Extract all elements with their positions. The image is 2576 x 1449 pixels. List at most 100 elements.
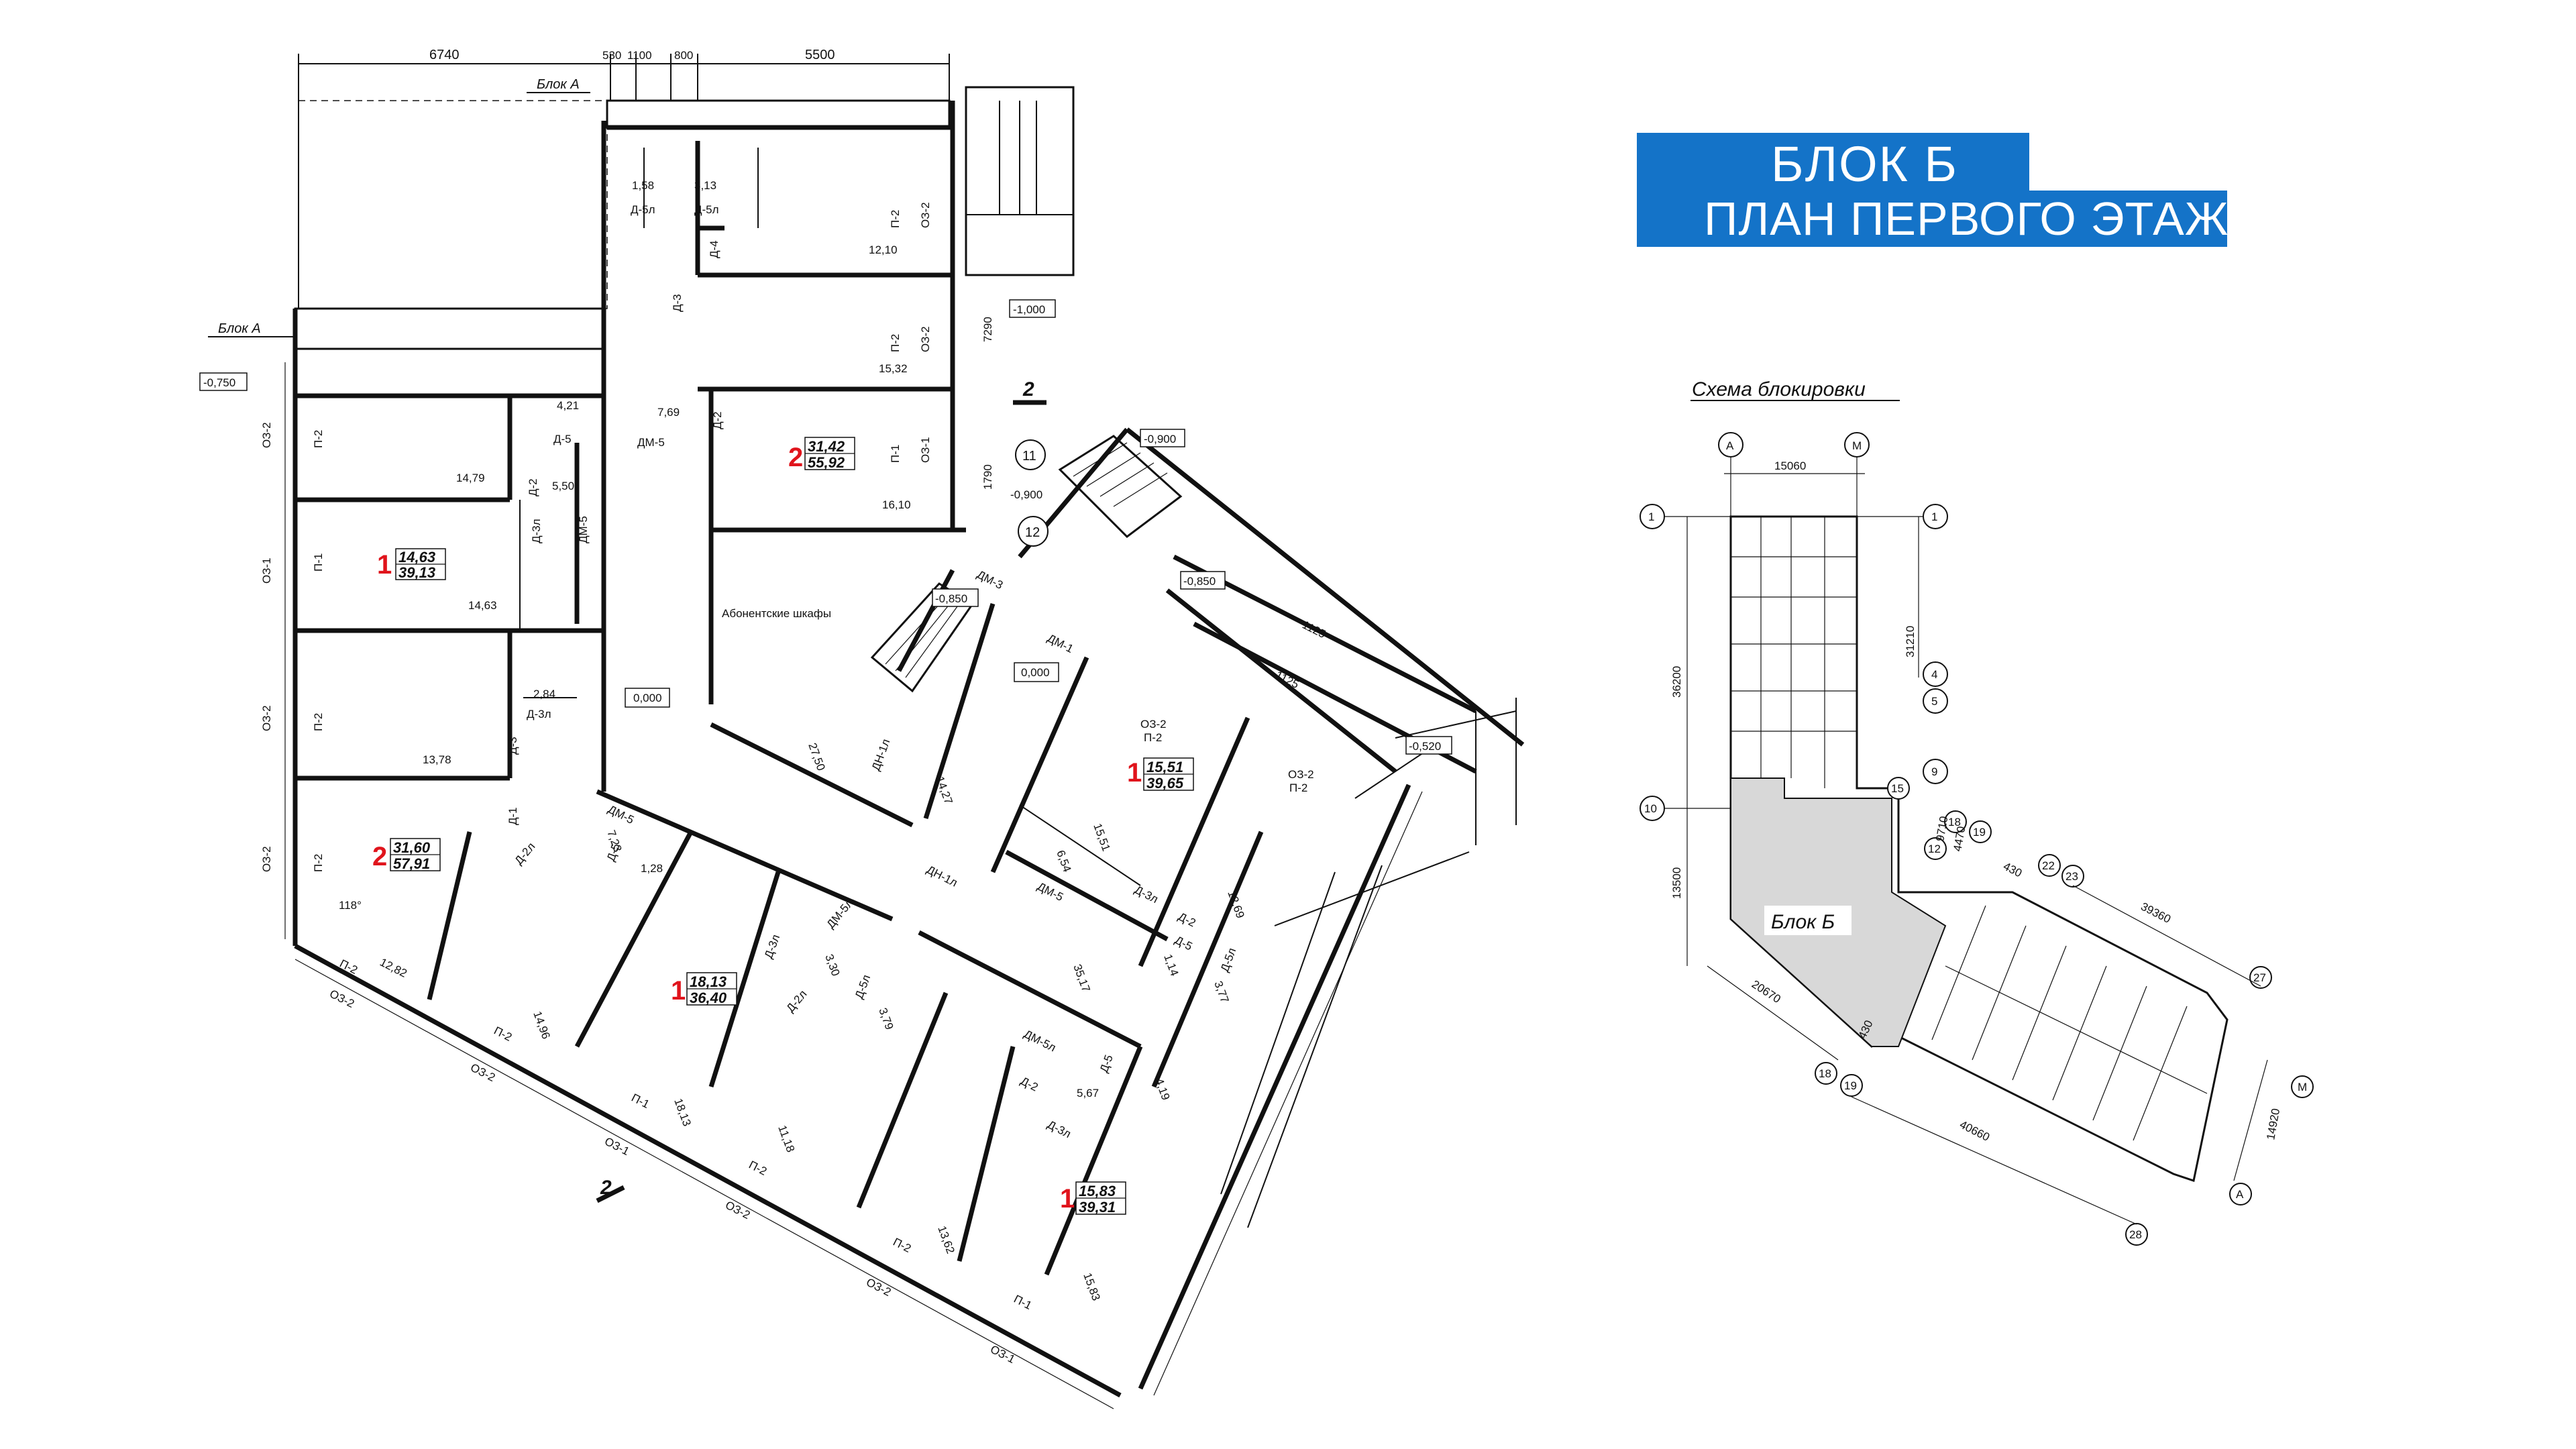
svg-text:ДМ-1: ДМ-1 bbox=[1045, 632, 1075, 655]
svg-text:3,13: 3,13 bbox=[694, 179, 716, 192]
svg-text:ОЗ-2: ОЗ-2 bbox=[919, 326, 932, 352]
cabinets-label: Абонентские шкафы bbox=[722, 607, 831, 620]
svg-text:ДМ-5: ДМ-5 bbox=[637, 436, 665, 449]
svg-text:3,77: 3,77 bbox=[1212, 979, 1231, 1005]
svg-text:55,92: 55,92 bbox=[808, 454, 845, 471]
apartment-2-center: 2 31,42 55,92 bbox=[788, 437, 855, 472]
svg-text:18: 18 bbox=[1819, 1067, 1831, 1080]
svg-text:18: 18 bbox=[1948, 816, 1961, 828]
svg-text:2: 2 bbox=[788, 443, 803, 472]
svg-text:ОЗ-1: ОЗ-1 bbox=[260, 557, 273, 584]
dim-1790: 1790 bbox=[981, 464, 994, 490]
apartment-labels: 1 14,63 39,13 2 31,42 55,92 2 31,60 57,9… bbox=[372, 437, 1194, 1216]
svg-text:15,83: 15,83 bbox=[1079, 1183, 1116, 1199]
svg-text:ОЗ-2: ОЗ-2 bbox=[1140, 718, 1167, 731]
svg-text:Д-3: Д-3 bbox=[671, 294, 684, 312]
svg-text:ОЗ-2: ОЗ-2 bbox=[260, 705, 273, 731]
right-wing-walls bbox=[427, 427, 1525, 1396]
svg-text:ОЗ-2: ОЗ-2 bbox=[260, 846, 273, 872]
svg-text:20670: 20670 bbox=[1750, 977, 1783, 1006]
dim-7290: 7290 bbox=[981, 317, 994, 342]
title-line-2: ПЛАН ПЕРВОГО ЭТАЖА bbox=[1637, 191, 2260, 247]
svg-text:35,17: 35,17 bbox=[1071, 963, 1092, 994]
svg-text:36200: 36200 bbox=[1670, 666, 1683, 698]
svg-text:430: 430 bbox=[2001, 860, 2024, 880]
svg-text:ДМ-5: ДМ-5 bbox=[577, 516, 590, 543]
svg-text:А: А bbox=[2236, 1188, 2244, 1201]
svg-text:Д-3л: Д-3л bbox=[1132, 883, 1160, 906]
svg-text:10: 10 bbox=[1644, 802, 1657, 815]
svg-text:Д-3: Д-3 bbox=[506, 737, 519, 755]
dim-6740: 6740 bbox=[429, 48, 460, 62]
svg-text:Д-2: Д-2 bbox=[1018, 1075, 1040, 1094]
svg-text:40660: 40660 bbox=[1957, 1118, 1992, 1144]
svg-text:ДМ-3: ДМ-3 bbox=[975, 568, 1005, 592]
svg-text:57,91: 57,91 bbox=[393, 855, 430, 872]
svg-text:1: 1 bbox=[377, 550, 392, 580]
svg-text:П-2: П-2 bbox=[312, 854, 325, 872]
svg-text:1: 1 bbox=[1648, 511, 1654, 523]
svg-text:Д-2: Д-2 bbox=[711, 411, 724, 429]
svg-text:15060: 15060 bbox=[1774, 460, 1806, 472]
svg-text:4,21: 4,21 bbox=[557, 399, 579, 412]
level-marks: -0,750 -1,000 -0,900 -0,900 -0,850 -0,85… bbox=[199, 299, 1452, 755]
svg-text:Д-5л: Д-5л bbox=[631, 203, 655, 216]
level-mark: -0,750 bbox=[203, 376, 235, 389]
svg-text:ДМ-5л: ДМ-5л bbox=[1022, 1028, 1058, 1055]
svg-text:Д-3л: Д-3л bbox=[530, 519, 543, 543]
svg-text:П-2: П-2 bbox=[889, 334, 902, 352]
svg-text:1,58: 1,58 bbox=[632, 179, 654, 192]
svg-text:ОЗ-1: ОЗ-1 bbox=[919, 437, 932, 463]
scheme-title: Схема блокировки bbox=[1692, 378, 1866, 400]
svg-text:П-2: П-2 bbox=[747, 1159, 769, 1178]
angle-label: 118° bbox=[339, 899, 362, 912]
svg-text:П-2: П-2 bbox=[337, 957, 360, 977]
apartment-1-southeast: 1 15,83 39,31 bbox=[1060, 1181, 1126, 1216]
svg-text:ОЗ-1: ОЗ-1 bbox=[988, 1343, 1017, 1366]
svg-text:31210: 31210 bbox=[1904, 626, 1917, 657]
block-a-label-left: Блок А bbox=[218, 321, 261, 336]
svg-text:П-2: П-2 bbox=[1144, 731, 1162, 744]
svg-text:27,50: 27,50 bbox=[806, 741, 827, 772]
svg-text:39360: 39360 bbox=[2139, 900, 2173, 926]
level-mark: -0,900 bbox=[1144, 433, 1176, 445]
svg-text:16,10: 16,10 bbox=[882, 498, 911, 511]
level-mark: -1,000 bbox=[1013, 303, 1045, 316]
dim-530: 530 bbox=[602, 49, 621, 62]
svg-text:12,82: 12,82 bbox=[378, 956, 409, 980]
door-marks: Д-5л Д-5л Д-4 Д-3 Д-2 Д-5 Д-2 Д-3л ДМ-5 … bbox=[506, 203, 1238, 1140]
level-mark: -0,850 bbox=[1183, 575, 1216, 588]
svg-text:18,13: 18,13 bbox=[672, 1097, 693, 1128]
axis-12: 12 bbox=[1025, 525, 1040, 540]
svg-text:12: 12 bbox=[1928, 843, 1941, 855]
svg-text:14,63: 14,63 bbox=[398, 549, 435, 566]
axis-markers: 11 12 bbox=[1015, 439, 1049, 547]
svg-text:5,67: 5,67 bbox=[1077, 1087, 1099, 1099]
svg-text:13,78: 13,78 bbox=[423, 753, 451, 766]
apartment-1-south: 1 18,13 36,40 bbox=[671, 972, 737, 1006]
level-mark: -0,900 bbox=[1010, 488, 1042, 501]
svg-text:36,40: 36,40 bbox=[690, 989, 727, 1006]
svg-text:4: 4 bbox=[1931, 668, 1937, 681]
svg-text:14920: 14920 bbox=[2264, 1108, 2282, 1141]
svg-text:22: 22 bbox=[2042, 859, 2055, 872]
svg-text:ОЗ-1: ОЗ-1 bbox=[602, 1135, 631, 1158]
svg-text:31,60: 31,60 bbox=[393, 839, 431, 856]
svg-text:18,13: 18,13 bbox=[690, 973, 727, 990]
svg-text:23: 23 bbox=[2065, 870, 2078, 883]
dim-5500: 5500 bbox=[805, 48, 835, 62]
svg-text:Д-3л: Д-3л bbox=[762, 933, 782, 961]
svg-text:14,63: 14,63 bbox=[468, 599, 497, 612]
svg-text:13500: 13500 bbox=[1670, 867, 1683, 899]
svg-text:15,51: 15,51 bbox=[1091, 822, 1112, 853]
level-mark: -0,520 bbox=[1409, 740, 1441, 753]
svg-text:Д-2: Д-2 bbox=[527, 478, 539, 496]
svg-text:П-2: П-2 bbox=[312, 713, 325, 731]
svg-text:А: А bbox=[1726, 439, 1734, 452]
section-mark: 2 bbox=[1022, 378, 1034, 400]
level-mark: -0,850 bbox=[935, 592, 967, 605]
svg-text:ОЗ-2: ОЗ-2 bbox=[468, 1061, 497, 1084]
svg-text:2: 2 bbox=[372, 842, 387, 871]
apartment-2-southwest: 2 31,60 57,91 bbox=[372, 838, 441, 872]
svg-text:39,31: 39,31 bbox=[1079, 1199, 1116, 1216]
